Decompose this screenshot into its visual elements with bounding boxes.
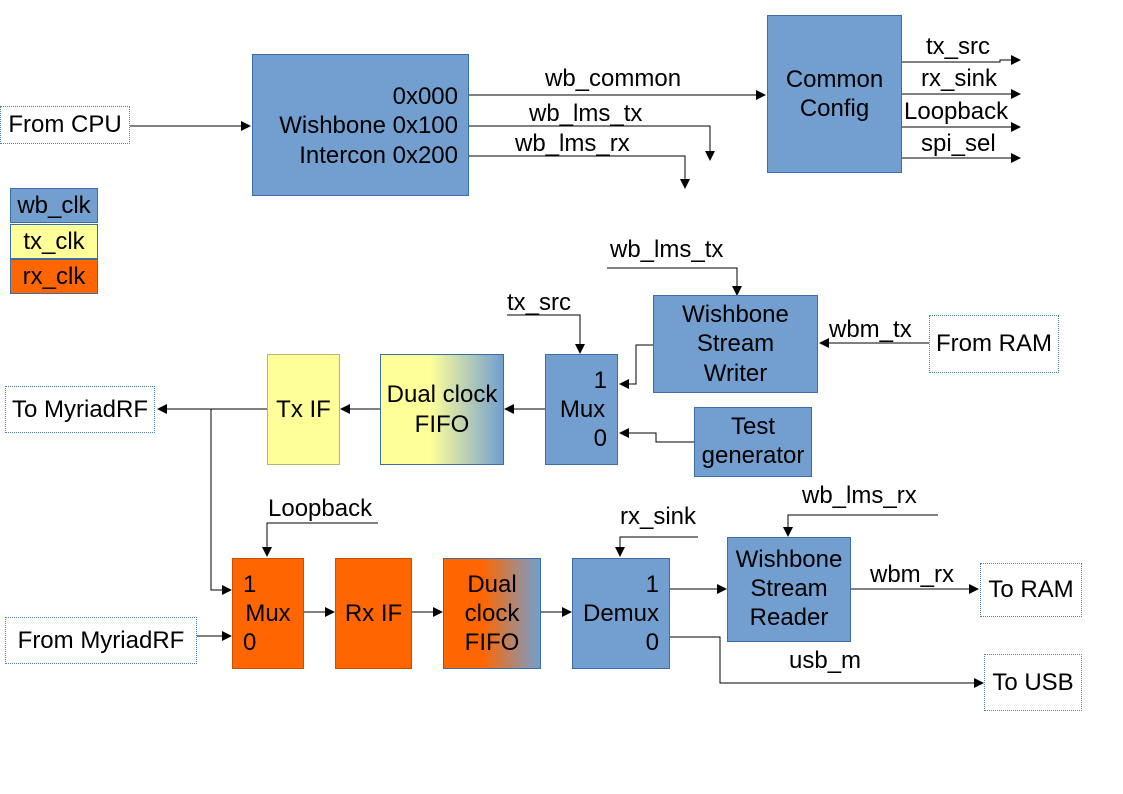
label-wbm-rx: wbm_rx: [870, 561, 955, 588]
tx-mux-one: 1: [593, 367, 607, 394]
tx-fifo-line2: FIFO: [414, 411, 470, 438]
legend-tx-clk: tx_clk: [10, 224, 98, 259]
label-spi-sel-out: spi_sel: [921, 130, 996, 157]
rx-mux-block: 1 Mux 0: [232, 558, 304, 669]
wire-in-wb-lms-rx: [783, 514, 938, 537]
to-myriadrf-port: To MyriadRF: [5, 386, 155, 433]
test-gen-line2: generator: [701, 442, 805, 469]
label-rx-sink-in: rx_sink: [620, 503, 697, 530]
common-config-line2: Config: [799, 95, 870, 122]
label-wb-lms-tx: wb_lms_tx: [529, 100, 643, 127]
test-generator-block: Test generator: [694, 407, 812, 477]
from-myriadrf-port: From MyriadRF: [5, 617, 197, 664]
reader-line1: Wishbone: [735, 546, 843, 573]
stream-writer-block: Wishbone Stream Writer: [653, 295, 818, 393]
wire-testgen-mux: [619, 428, 694, 443]
wire-in-wb-lms-tx: [607, 267, 742, 296]
writer-line1: Wishbone: [682, 301, 789, 328]
wire-in-loopback: [262, 522, 378, 557]
tx-mux-block: 1 Mux 0: [545, 354, 618, 465]
rx-if-label: Rx IF: [344, 600, 403, 627]
label-loopback-in: Loopback: [268, 495, 373, 522]
intercon-line1: Wishbone 0x100: [279, 112, 458, 139]
to-usb-port: To USB: [984, 654, 1082, 711]
label-wb-lms-rx-in: wb_lms_rx: [802, 482, 917, 509]
wire-out-tx-src: [902, 55, 1021, 65]
legend-wb-clk: wb_clk: [10, 188, 98, 223]
stream-reader-block: Wishbone Stream Reader: [727, 537, 851, 642]
label-usb-m: usb_m: [789, 647, 862, 674]
to-ram-port: To RAM: [980, 563, 1082, 617]
demux-zero: 0: [645, 629, 659, 656]
wire-wb-lms-rx: [468, 155, 690, 189]
tx-mux-label: Mux: [559, 396, 606, 423]
label-wbm-tx: wbm_tx: [829, 316, 912, 343]
demux-block: 1 Demux 0: [572, 558, 670, 669]
from-cpu-port: From CPU: [0, 106, 130, 144]
label-tx-src-out: tx_src: [926, 33, 991, 60]
wire-demux-usb: [670, 636, 984, 688]
common-config-block: Common Config: [767, 15, 902, 173]
label-wb-common: wb_common: [545, 65, 682, 92]
demux-one: 1: [645, 571, 659, 598]
label-tx-src-in: tx_src: [507, 289, 572, 316]
legend-rx-clk: rx_clk: [10, 259, 98, 294]
rx-if-block: Rx IF: [335, 558, 412, 669]
wire-loopback-tap: [210, 409, 232, 595]
tx-if-label: Tx IF: [276, 396, 331, 423]
writer-line3: Writer: [703, 360, 768, 387]
rx-mux-one: 1: [243, 571, 257, 598]
label-loopback-out: Loopback: [904, 98, 1009, 125]
reader-line2: Stream: [750, 575, 828, 602]
label-rx-sink-out: rx_sink: [921, 65, 998, 92]
rx-mux-zero: 0: [243, 629, 257, 656]
intercon-line2: Intercon 0x200: [299, 142, 458, 169]
label-wb-lms-tx-in: wb_lms_tx: [610, 236, 724, 263]
demux-label: Demux: [582, 600, 660, 627]
rx-fifo-line3: FIFO: [464, 629, 520, 656]
rx-fifo-line1: Dual: [467, 571, 517, 598]
tx-fifo-block: Dual clock FIFO: [380, 354, 504, 465]
rx-mux-label: Mux: [245, 600, 291, 627]
writer-line2: Stream: [696, 330, 775, 357]
from-ram-port: From RAM: [929, 315, 1059, 373]
wire-in-rx-sink: [615, 536, 698, 557]
common-config-line1: Common: [785, 66, 884, 93]
wishbone-intercon-block: 0x000 Wishbone 0x100 Intercon 0x200: [252, 54, 469, 196]
tx-mux-zero: 0: [593, 425, 607, 452]
intercon-addr0: 0x000: [392, 83, 458, 110]
wire-wb-lms-tx: [468, 125, 715, 161]
tx-fifo-line1: Dual clock: [386, 381, 498, 408]
reader-line3: Reader: [749, 604, 829, 631]
test-gen-line1: Test: [730, 413, 775, 440]
label-wb-lms-rx: wb_lms_rx: [515, 130, 630, 157]
rx-fifo-block: Dual clock FIFO: [443, 558, 541, 669]
wire-writer-mux: [619, 344, 653, 389]
tx-if-block: Tx IF: [267, 354, 340, 465]
rx-fifo-line2: clock: [464, 600, 520, 627]
wire-in-tx-src: [507, 314, 585, 354]
